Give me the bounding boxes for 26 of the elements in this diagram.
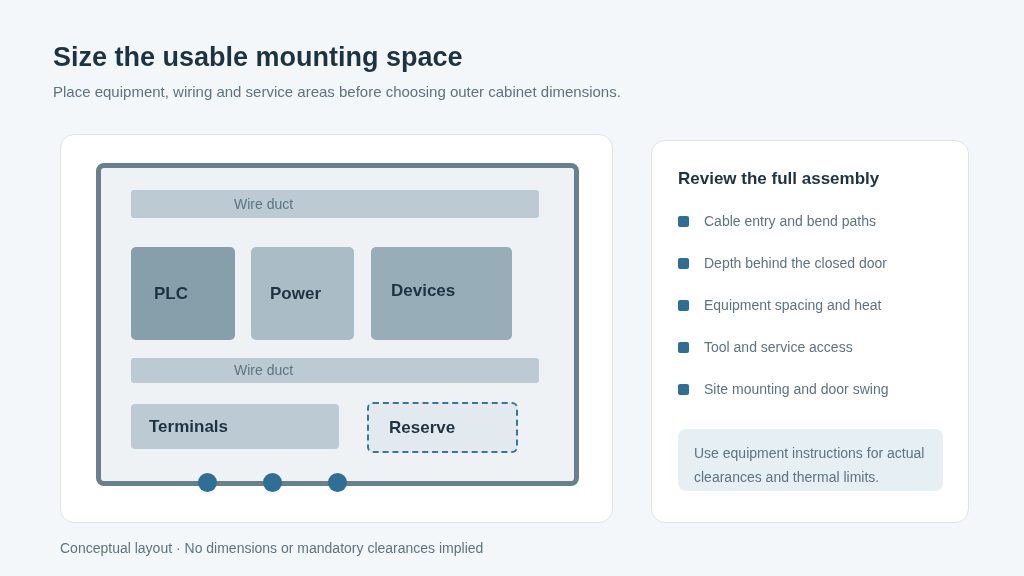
component-label: Reserve <box>389 416 456 439</box>
page-title: Size the usable mounting space <box>53 41 463 74</box>
card-heading: Review the full assembly <box>678 168 880 190</box>
component-block <box>131 247 235 340</box>
checklist-item: Site mounting and door swing <box>704 379 889 399</box>
note-text: Use equipment instructions for actual clearances and thermal limits. <box>694 445 925 485</box>
terminal-block <box>131 404 339 449</box>
checklist-card <box>651 140 969 523</box>
checklist-item: Cable entry and bend paths <box>704 211 876 231</box>
duct-label: Wire duct <box>234 361 294 380</box>
component-label: PLC <box>154 282 188 305</box>
component-label: Devices <box>391 279 456 302</box>
wire-duct-bar <box>131 358 539 383</box>
subtitle: Place equipment, wiring and service areas before choosing outer cabinet dimensions. <box>53 83 621 100</box>
note-box <box>678 429 943 491</box>
component-block <box>371 247 512 340</box>
caption: Conceptual layout · No dimensions or mandatory clearances implied <box>60 539 484 558</box>
component-label: Power <box>270 282 322 305</box>
checklist-item: Depth behind the closed door <box>704 253 887 273</box>
duct-label: Wire duct <box>234 194 294 214</box>
component-block <box>251 247 354 340</box>
reserve-area <box>367 402 518 453</box>
checklist-item: Equipment spacing and heat <box>704 295 882 315</box>
wire-duct-bar <box>131 190 539 218</box>
checklist-item: Tool and service access <box>704 337 853 357</box>
component-label: Terminals <box>149 415 229 438</box>
